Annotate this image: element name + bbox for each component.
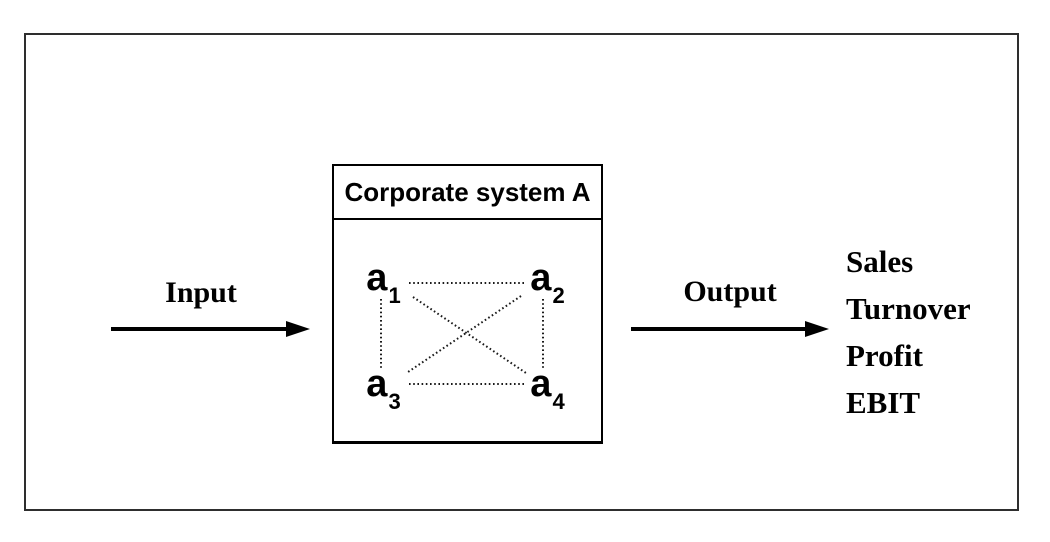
node-graph-edges [380, 282, 544, 385]
node-a3-base: a [366, 363, 388, 405]
output-metric-sales: Sales [846, 244, 914, 279]
node-a4-sub: 4 [552, 388, 565, 414]
node-a2-base: a [530, 257, 552, 299]
node-a1: a1 [366, 257, 400, 306]
diagram-frame: Input Corporate system A a1 a2 a3 a [24, 33, 1019, 511]
output-label: Output [683, 275, 777, 308]
node-a2-sub: 2 [552, 282, 565, 308]
output-metric-turnover: Turnover [846, 291, 971, 326]
input-label: Input [165, 276, 237, 309]
corporate-system-title: Corporate system A [334, 166, 601, 220]
edge-a2-a3 [407, 295, 522, 373]
output-metric-ebit: EBIT [846, 385, 921, 420]
node-a1-sub: 1 [388, 282, 401, 308]
node-a3: a3 [366, 363, 400, 412]
node-a4: a4 [530, 363, 564, 412]
node-a1-base: a [366, 257, 388, 299]
node-a3-sub: 3 [388, 388, 401, 414]
output-metrics-list: Sales Turnover Profit EBIT [846, 238, 971, 426]
node-a4-base: a [530, 363, 552, 405]
output-metric-profit: Profit [846, 338, 923, 373]
input-arrow [111, 321, 310, 337]
node-a2: a2 [530, 257, 564, 306]
output-arrow [631, 321, 829, 337]
corporate-system-box: Corporate system A a1 a2 a3 a4 [332, 164, 603, 444]
edge-a1-a4 [412, 296, 527, 374]
